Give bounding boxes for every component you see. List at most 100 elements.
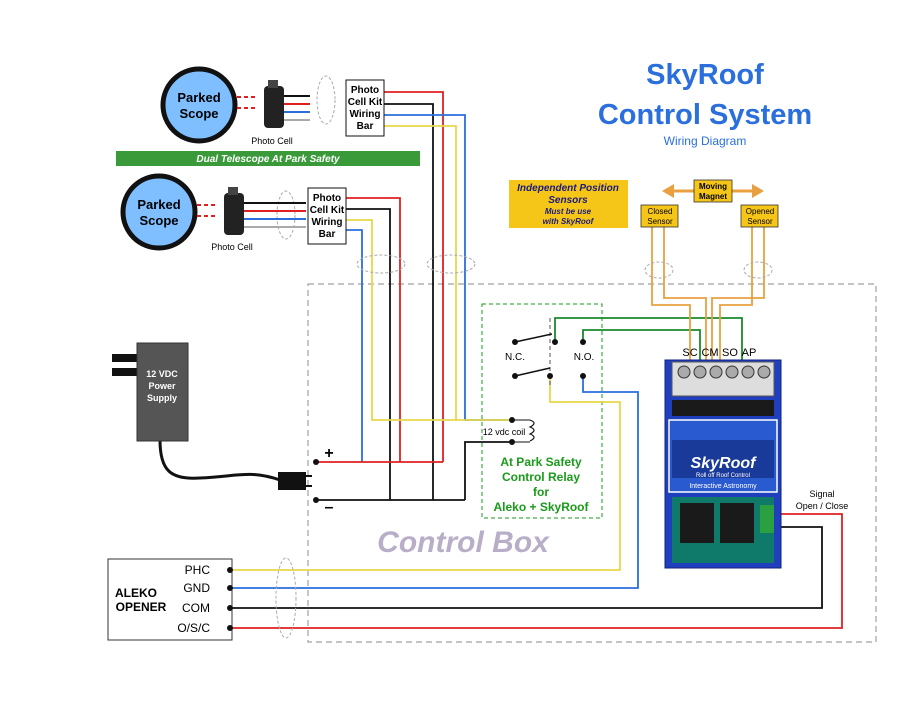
wire-blue-gnd [232,376,639,589]
wire-orange-1 [651,226,691,360]
aleko-terminal-gnd: GND [183,581,210,595]
wiring-bar-bottom-1: Photo [313,193,341,204]
sensor-note-4: with SkyRoof [543,217,595,226]
board-tagline: Roll off Roof Control [696,473,750,479]
signal-label-2: Open / Close [796,501,849,511]
plus-sign: + [324,445,333,462]
plug-prong-1 [112,354,138,362]
moving-magnet [693,179,733,203]
relay-caption-2: Control Relay [502,470,580,484]
scope-top-label-2: Scope [179,106,218,121]
title-line1: SkyRoof [646,59,764,91]
sensor-note-3: Must be use [545,207,592,216]
wire-orange-2 [663,226,707,360]
wire-orange-3 [719,226,753,360]
wire-red-osc [232,513,843,629]
safety-banner-text: Dual Telescope At Park Safety [196,154,340,165]
scope-bottom-circle [120,173,198,251]
wiring-bar-top: Photo Cell Kit Wiring Bar [345,79,385,137]
relay-nc-label: N.C. [505,352,525,363]
arrow-right-icon [752,184,764,198]
closed-sensor-1: Closed [648,207,673,216]
wire-yellow-phc [232,376,621,571]
wire-orange-4 [711,226,765,360]
wire-yellow-top-a [384,125,457,420]
wire-black-com [232,526,823,609]
title-line2: Control System [598,99,812,131]
photo-cell-bottom-icon [224,193,244,235]
wire-black-top [384,103,434,500]
wiring-bar-top-1: Photo [351,85,379,96]
terminal-minus [313,497,319,503]
scope-bottom-label-2: Scope [139,213,178,228]
bundle-right [426,254,476,274]
skyroof-board: SkyRoof Roll off Roof Control Interactiv… [664,359,782,569]
terminal-sc: SC [682,347,697,359]
wire-red-top [384,91,444,462]
control-box-outline [307,283,877,643]
power-supply-1: 12 VDC [146,369,178,379]
relay-caption-1: At Park Safety [500,455,582,469]
relay-no-label: N.O. [574,352,595,363]
aleko-label-2: OPENER [116,600,167,614]
wire-green-common [554,317,743,360]
coil-icon [528,419,535,442]
wiring-bar-top-2: Cell Kit [348,97,383,108]
terminal-plus [313,459,319,465]
cable-bundles [275,75,773,639]
sensor-note-1: Independent Position [517,183,619,194]
dc-plug [278,472,306,490]
scope-top-circle [160,66,238,144]
magnet-label-1: Moving [699,182,727,191]
plug-prong-2 [112,368,138,376]
subtitle: Wiring Diagram [664,134,747,148]
bundle-bottom-scope [276,190,296,240]
aleko-label-1: ALEKO [115,586,157,600]
wiring-bar-bottom: Photo Cell Kit Wiring Bar [307,187,347,245]
bundle-closed-sensor [644,261,674,279]
aleko-opener [107,558,233,641]
control-box-label: Control Box [377,526,550,559]
wiring-bar-bottom-2: Cell Kit [310,205,345,216]
wiring-bar-top-3: Wiring [349,109,380,120]
relay-caption-3: for [533,485,549,499]
terminal-block [671,361,775,397]
relay-caption-4: Aleko + SkyRoof [493,500,589,514]
wiring-bar-top-4: Bar [357,121,374,132]
aleko-terminal-phc: PHC [185,563,211,577]
aleko-terminal-com: COM [182,601,210,615]
aleko-terminal-osc: O/S/C [177,621,210,635]
closed-sensor [640,204,679,228]
terminal-cm: CM [701,347,718,359]
arrow-left-icon [662,184,674,198]
power-supply-2: Power [148,381,176,391]
power-cord [158,439,281,482]
bundle-opened-sensor [743,261,773,279]
wire-black-bottom [346,208,391,500]
terminal-ap: AP [742,347,757,359]
power-supply [136,342,189,442]
wire-yellow-bottom [346,219,512,421]
bundle-aleko [275,557,297,639]
scope-top-label-1: Parked [177,90,220,105]
bundle-top-scope [316,75,336,125]
photo-cell-top-icon [264,86,284,128]
terminal-so: SO [722,347,738,359]
photo-cell-bottom-label: Photo Cell [211,242,253,252]
scope-top: Parked Scope Photo Cell [160,66,310,146]
wiring-bar-bottom-3: Wiring [311,217,342,228]
relay-box-outline [481,303,603,519]
board-brand: SkyRoof [691,455,758,472]
photo-cell-top-label: Photo Cell [251,136,293,146]
safety-banner [116,151,420,166]
scope-bottom-label-1: Parked [137,197,180,212]
wire-red-bottom [346,197,401,462]
scope-bottom: Parked Scope Photo Cell [120,173,306,252]
closed-sensor-2: Sensor [647,217,673,226]
opened-sensor [740,204,779,228]
magnet-label-2: Magnet [699,192,727,201]
wires [158,91,843,629]
wire-green-no [582,329,701,360]
minus-sign: – [325,499,334,516]
